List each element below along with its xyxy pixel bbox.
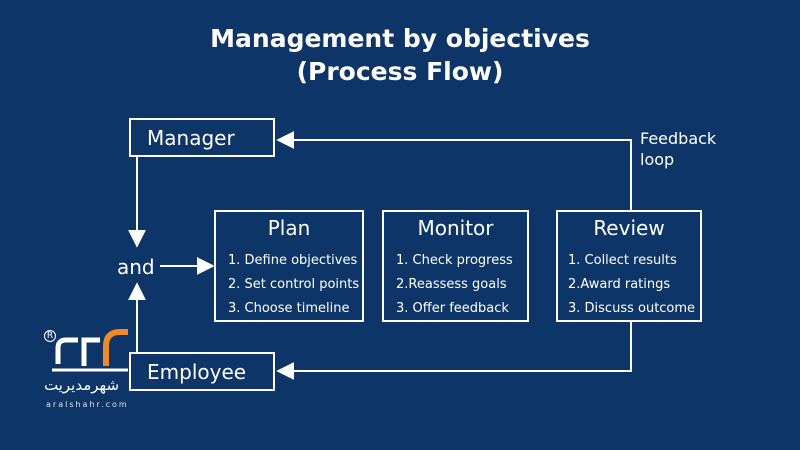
aralshahr-logo: R شهرمدیریت aralshahr.com [44, 326, 134, 416]
logo-persian-text: شهرمدیریت [44, 376, 120, 394]
logo-site-url: aralshahr.com [46, 400, 129, 409]
feedback-loop-arrow [276, 131, 632, 212]
monitor-box: Monitor 1. Check progress 2.Reassess goa… [382, 210, 529, 322]
monitor-step: 2.Reassess goals [396, 277, 507, 292]
feedback-label-line-2: loop [640, 150, 675, 169]
monitor-step: 1. Check progress [396, 253, 513, 268]
manager-label: Manager [147, 125, 235, 150]
title-line-2: (Process Flow) [296, 57, 504, 86]
employee-box: Employee [129, 352, 275, 391]
and-label: and [117, 255, 155, 279]
plan-box: Plan 1. Define objectives 2. Set control… [214, 210, 364, 322]
review-step: 2.Award ratings [568, 277, 671, 292]
plan-step: 2. Set control points [228, 277, 360, 292]
diagram-title: Management by objectives (Process Flow) [0, 22, 800, 88]
registered-mark: R [44, 330, 56, 342]
review-step: 1. Collect results [568, 253, 677, 268]
feedback-loop-label: Feedback loop [640, 128, 716, 170]
review-to-employee-arrow [276, 321, 632, 380]
title-line-1: Management by objectives [210, 24, 590, 53]
monitor-step: 3. Offer feedback [396, 301, 509, 316]
review-title: Review [593, 216, 665, 240]
logo-mark-icon [52, 329, 128, 372]
feedback-label-line-1: Feedback [640, 129, 717, 148]
plan-step: 3. Choose timeline [228, 301, 350, 316]
review-step: 3. Discuss outcome [568, 301, 696, 316]
plan-title: Plan [267, 216, 311, 240]
monitor-title: Monitor [417, 216, 494, 240]
employee-label: Employee [147, 359, 247, 384]
review-box: Review 1. Collect results 2.Award rating… [556, 210, 702, 322]
manager-box: Manager [129, 118, 275, 157]
plan-step: 1. Define objectives [228, 253, 358, 268]
